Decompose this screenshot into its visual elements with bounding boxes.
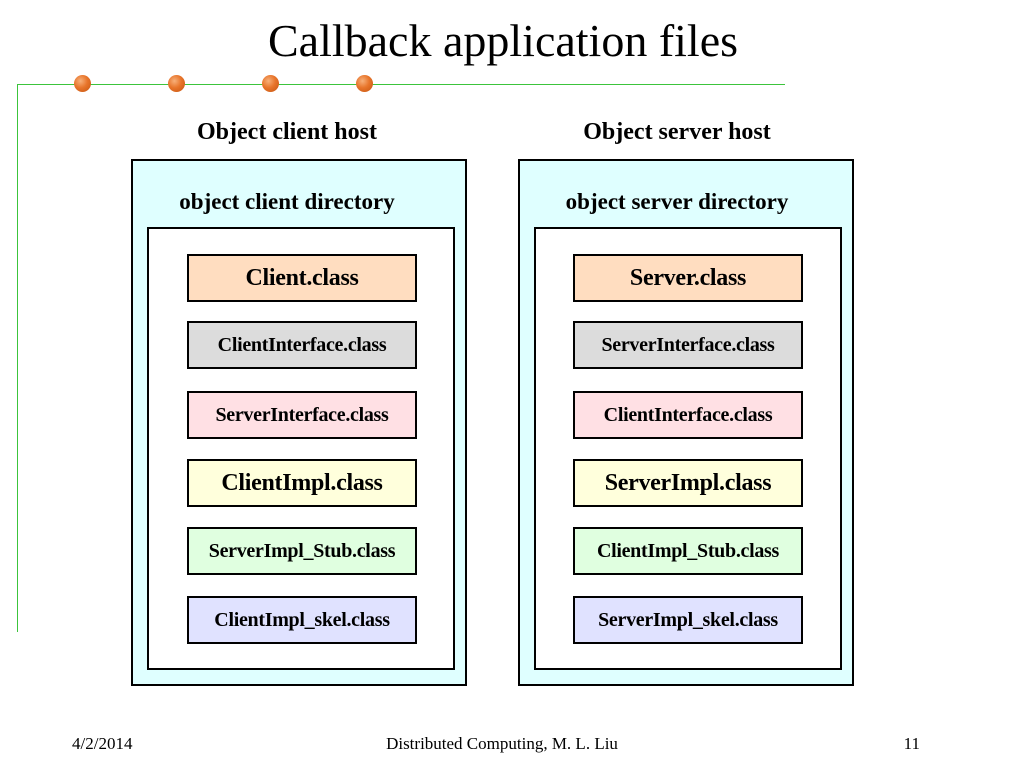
file-box-server-class: Server.class	[573, 254, 803, 302]
file-box-server-interface-class: ServerInterface.class	[573, 321, 803, 369]
file-box-server-impl-class: ServerImpl.class	[573, 459, 803, 507]
file-box-server-interface-class: ServerInterface.class	[187, 391, 417, 439]
decorative-horizontal-line	[17, 84, 785, 85]
file-box-client-interface-class: ClientInterface.class	[187, 321, 417, 369]
server-directory-title: object server directory	[565, 189, 789, 214]
decorative-bullet-dot	[74, 75, 91, 92]
file-box-server-impl-skel-class: ServerImpl_skel.class	[573, 596, 803, 644]
file-box-client-impl-skel-class: ClientImpl_skel.class	[187, 596, 417, 644]
client-directory-title: object client directory	[179, 189, 395, 214]
footer-date: 4/2/2014	[72, 734, 133, 753]
file-box-server-impl-stub-class: ServerImpl_Stub.class	[187, 527, 417, 575]
client-host-title: Object client host	[197, 119, 377, 145]
file-box-client-class: Client.class	[187, 254, 417, 302]
footer-page-number: 11	[903, 734, 920, 753]
slide-title: Callback application files	[267, 15, 739, 66]
file-box-client-interface-class: ClientInterface.class	[573, 391, 803, 439]
decorative-bullet-dot	[356, 75, 373, 92]
decorative-bullet-dot	[262, 75, 279, 92]
server-host-title: Object server host	[583, 119, 771, 145]
decorative-vertical-line	[17, 84, 18, 632]
footer-center-text: Distributed Computing, M. L. Liu	[386, 734, 618, 753]
file-box-client-impl-class: ClientImpl.class	[187, 459, 417, 507]
decorative-bullet-dot	[168, 75, 185, 92]
file-box-client-impl-stub-class: ClientImpl_Stub.class	[573, 527, 803, 575]
